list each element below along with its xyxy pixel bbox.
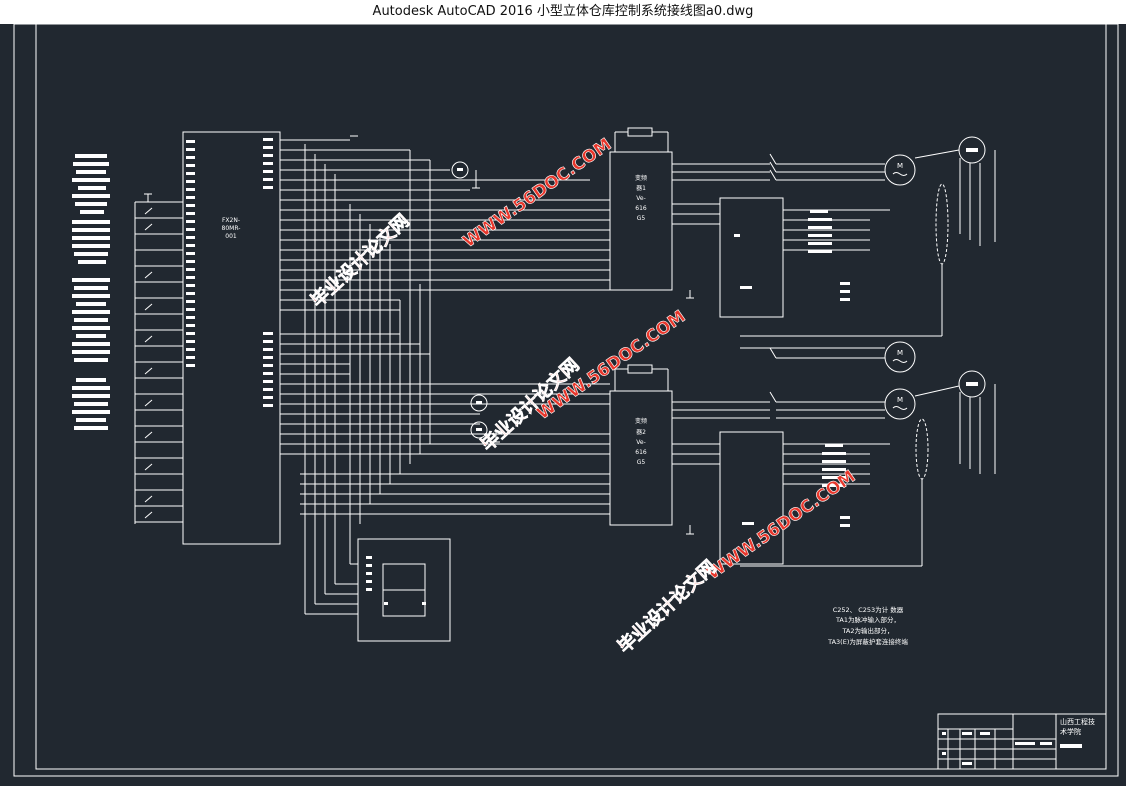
watermark-cn-3: 毕业设计论文网 [613, 556, 720, 658]
terminal-label-column [72, 154, 110, 430]
inverter-2-label-1: 变频 [635, 417, 647, 425]
note-line-1: C252、 C253为计 数器 [833, 605, 904, 614]
motor-2-label: M [897, 349, 903, 357]
title-block[interactable]: 山西工程技 术学院 [937, 713, 1107, 770]
plc-model-line3: 001 [225, 233, 237, 240]
inverter-1-label-5: G5 [637, 215, 646, 222]
plc-fx2n[interactable]: FX2N- 80MR- 001 [182, 131, 281, 545]
inverter-2-label-4: 616 [635, 449, 647, 456]
encoder-1[interactable] [914, 136, 996, 246]
school-name-line1: 山西工程技 [1060, 717, 1095, 726]
shield-cable [740, 183, 949, 567]
school-name-line2: 术学院 [1060, 727, 1081, 736]
inner-frame [35, 23, 1107, 770]
motor-1[interactable]: M [884, 154, 916, 186]
inverter-2[interactable]: 变频 器2 Ve- 616 G5 [609, 364, 770, 535]
contactor-lines [740, 153, 885, 419]
indicator-lamp-2 [470, 394, 488, 412]
plc-model-line1: FX2N- [222, 217, 240, 224]
inverter-2-label-3: Ve- [636, 439, 646, 446]
notes-block: C252、 C253为计 数器 TA1为脉冲输入部分， TA2为输出部分， TA… [827, 605, 908, 646]
plc-output-terminals [263, 138, 273, 407]
indicator-lamp-1 [451, 161, 480, 189]
inverter-1[interactable]: 变频 器1 Ve- 616 G5 [609, 127, 770, 299]
indicator-lamp-3 [470, 421, 500, 443]
schematic-drawing: .w{stroke:#fff;stroke-width:1;fill:none}… [13, 23, 1119, 777]
motor-3[interactable]: M [884, 388, 916, 420]
motor-2[interactable]: M [884, 341, 916, 373]
counter-module[interactable] [357, 538, 451, 642]
watermark-group: WWW.56DOC.COM 毕业设计论文网 WWW.56DOC.COM 毕业设计… [306, 134, 860, 658]
inverter-1-label-4: 616 [635, 205, 647, 212]
watermark-site-1: WWW.56DOC.COM [459, 135, 615, 253]
plc-input-terminals [186, 140, 195, 367]
encoder-interface-2[interactable] [719, 431, 890, 565]
plc-model-line2: 80MR- [222, 225, 241, 232]
note-line-4: TA3(E)为屏蔽护套连接终端 [827, 637, 908, 646]
drawing-canvas[interactable]: .w{stroke:#fff;stroke-width:1;fill:none}… [0, 23, 1126, 781]
inverter-1-label-3: Ve- [636, 195, 646, 202]
inverter-2-label-2: 器2 [636, 429, 646, 436]
inverter-1-label-2: 器1 [636, 185, 646, 192]
inverter-2-label-5: G5 [637, 459, 646, 466]
output-bus-lower [280, 333, 610, 515]
motor-3-label: M [897, 396, 903, 404]
note-line-2: TA1为脉冲输入部分， [835, 615, 900, 624]
motor-1-label: M [897, 162, 903, 170]
input-switch-ladder [134, 193, 183, 524]
window-title: Autodesk AutoCAD 2016 小型立体仓库控制系统接线图a0.dw… [0, 0, 1126, 24]
encoder-2[interactable] [914, 370, 996, 474]
vertical-bus [304, 144, 431, 615]
inverter-1-label-1: 变频 [635, 174, 647, 182]
encoder-interface-1[interactable] [719, 197, 890, 318]
note-line-3: TA2为输出部分， [841, 626, 893, 635]
